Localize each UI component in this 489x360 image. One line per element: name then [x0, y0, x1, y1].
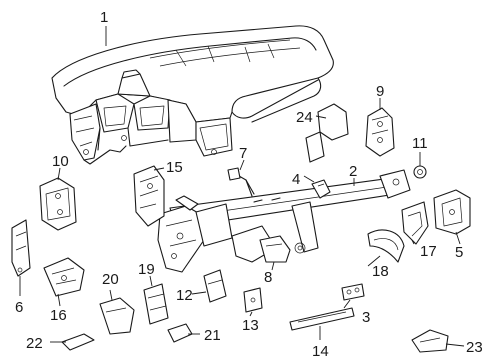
- part-12-bracket: [203, 269, 227, 303]
- callout-16: 16: [50, 307, 67, 324]
- callout-4: 4: [292, 171, 300, 188]
- callout-23: 23: [466, 339, 483, 356]
- callout-labels: 1 2 3 4 5 6 7 8 9 10 11 12 13 14 15 16 1…: [15, 9, 483, 360]
- part-17-duct: [401, 201, 429, 245]
- callout-17: 17: [420, 243, 437, 260]
- part-cross-car-beam: [157, 169, 411, 273]
- part-11-nut: [413, 165, 427, 179]
- callout-12: 12: [176, 287, 193, 304]
- part-15-bracket: [133, 165, 165, 227]
- part-21-clip: [167, 323, 193, 343]
- callout-19: 19: [138, 261, 155, 278]
- part-19-bracket: [143, 283, 169, 325]
- callout-18: 18: [372, 263, 389, 280]
- part-8-brace: [259, 235, 291, 263]
- part-13-plate: [243, 287, 263, 313]
- part-14-strip: [289, 307, 355, 331]
- part-instrument-panel: [51, 25, 334, 165]
- callout-10: 10: [52, 153, 69, 170]
- part-23-bracket: [411, 329, 449, 353]
- callout-20: 20: [102, 271, 119, 288]
- part-18-duct: [367, 229, 405, 263]
- part-20-bracket: [99, 297, 135, 335]
- part-4-bracket: [311, 179, 331, 199]
- callout-13: 13: [242, 317, 259, 334]
- part-5-bracket: [433, 189, 471, 235]
- callout-24: 24: [296, 109, 313, 126]
- callout-15: 15: [166, 159, 183, 176]
- part-7-support: [227, 167, 255, 197]
- part-10-bracket: [39, 177, 77, 231]
- callout-22: 22: [26, 335, 43, 352]
- part-24-bracket: [305, 103, 349, 163]
- callout-5: 5: [455, 244, 463, 261]
- callout-6: 6: [15, 299, 23, 316]
- callout-14: 14: [312, 343, 329, 360]
- callout-11: 11: [412, 135, 428, 152]
- leader-lines: [19, 26, 465, 347]
- callout-8: 8: [264, 269, 272, 286]
- callout-3: 3: [362, 309, 370, 326]
- callout-7: 7: [239, 145, 247, 162]
- part-22-clip: [61, 333, 95, 351]
- part-9-bracket: [365, 107, 395, 157]
- part-16-bracket: [43, 257, 85, 297]
- callout-1: 1: [100, 9, 108, 26]
- callout-9: 9: [376, 83, 384, 100]
- part-6-bracket: [11, 219, 31, 277]
- part-3-bracket: [341, 283, 365, 301]
- callout-21: 21: [204, 327, 221, 344]
- callout-2: 2: [349, 163, 357, 180]
